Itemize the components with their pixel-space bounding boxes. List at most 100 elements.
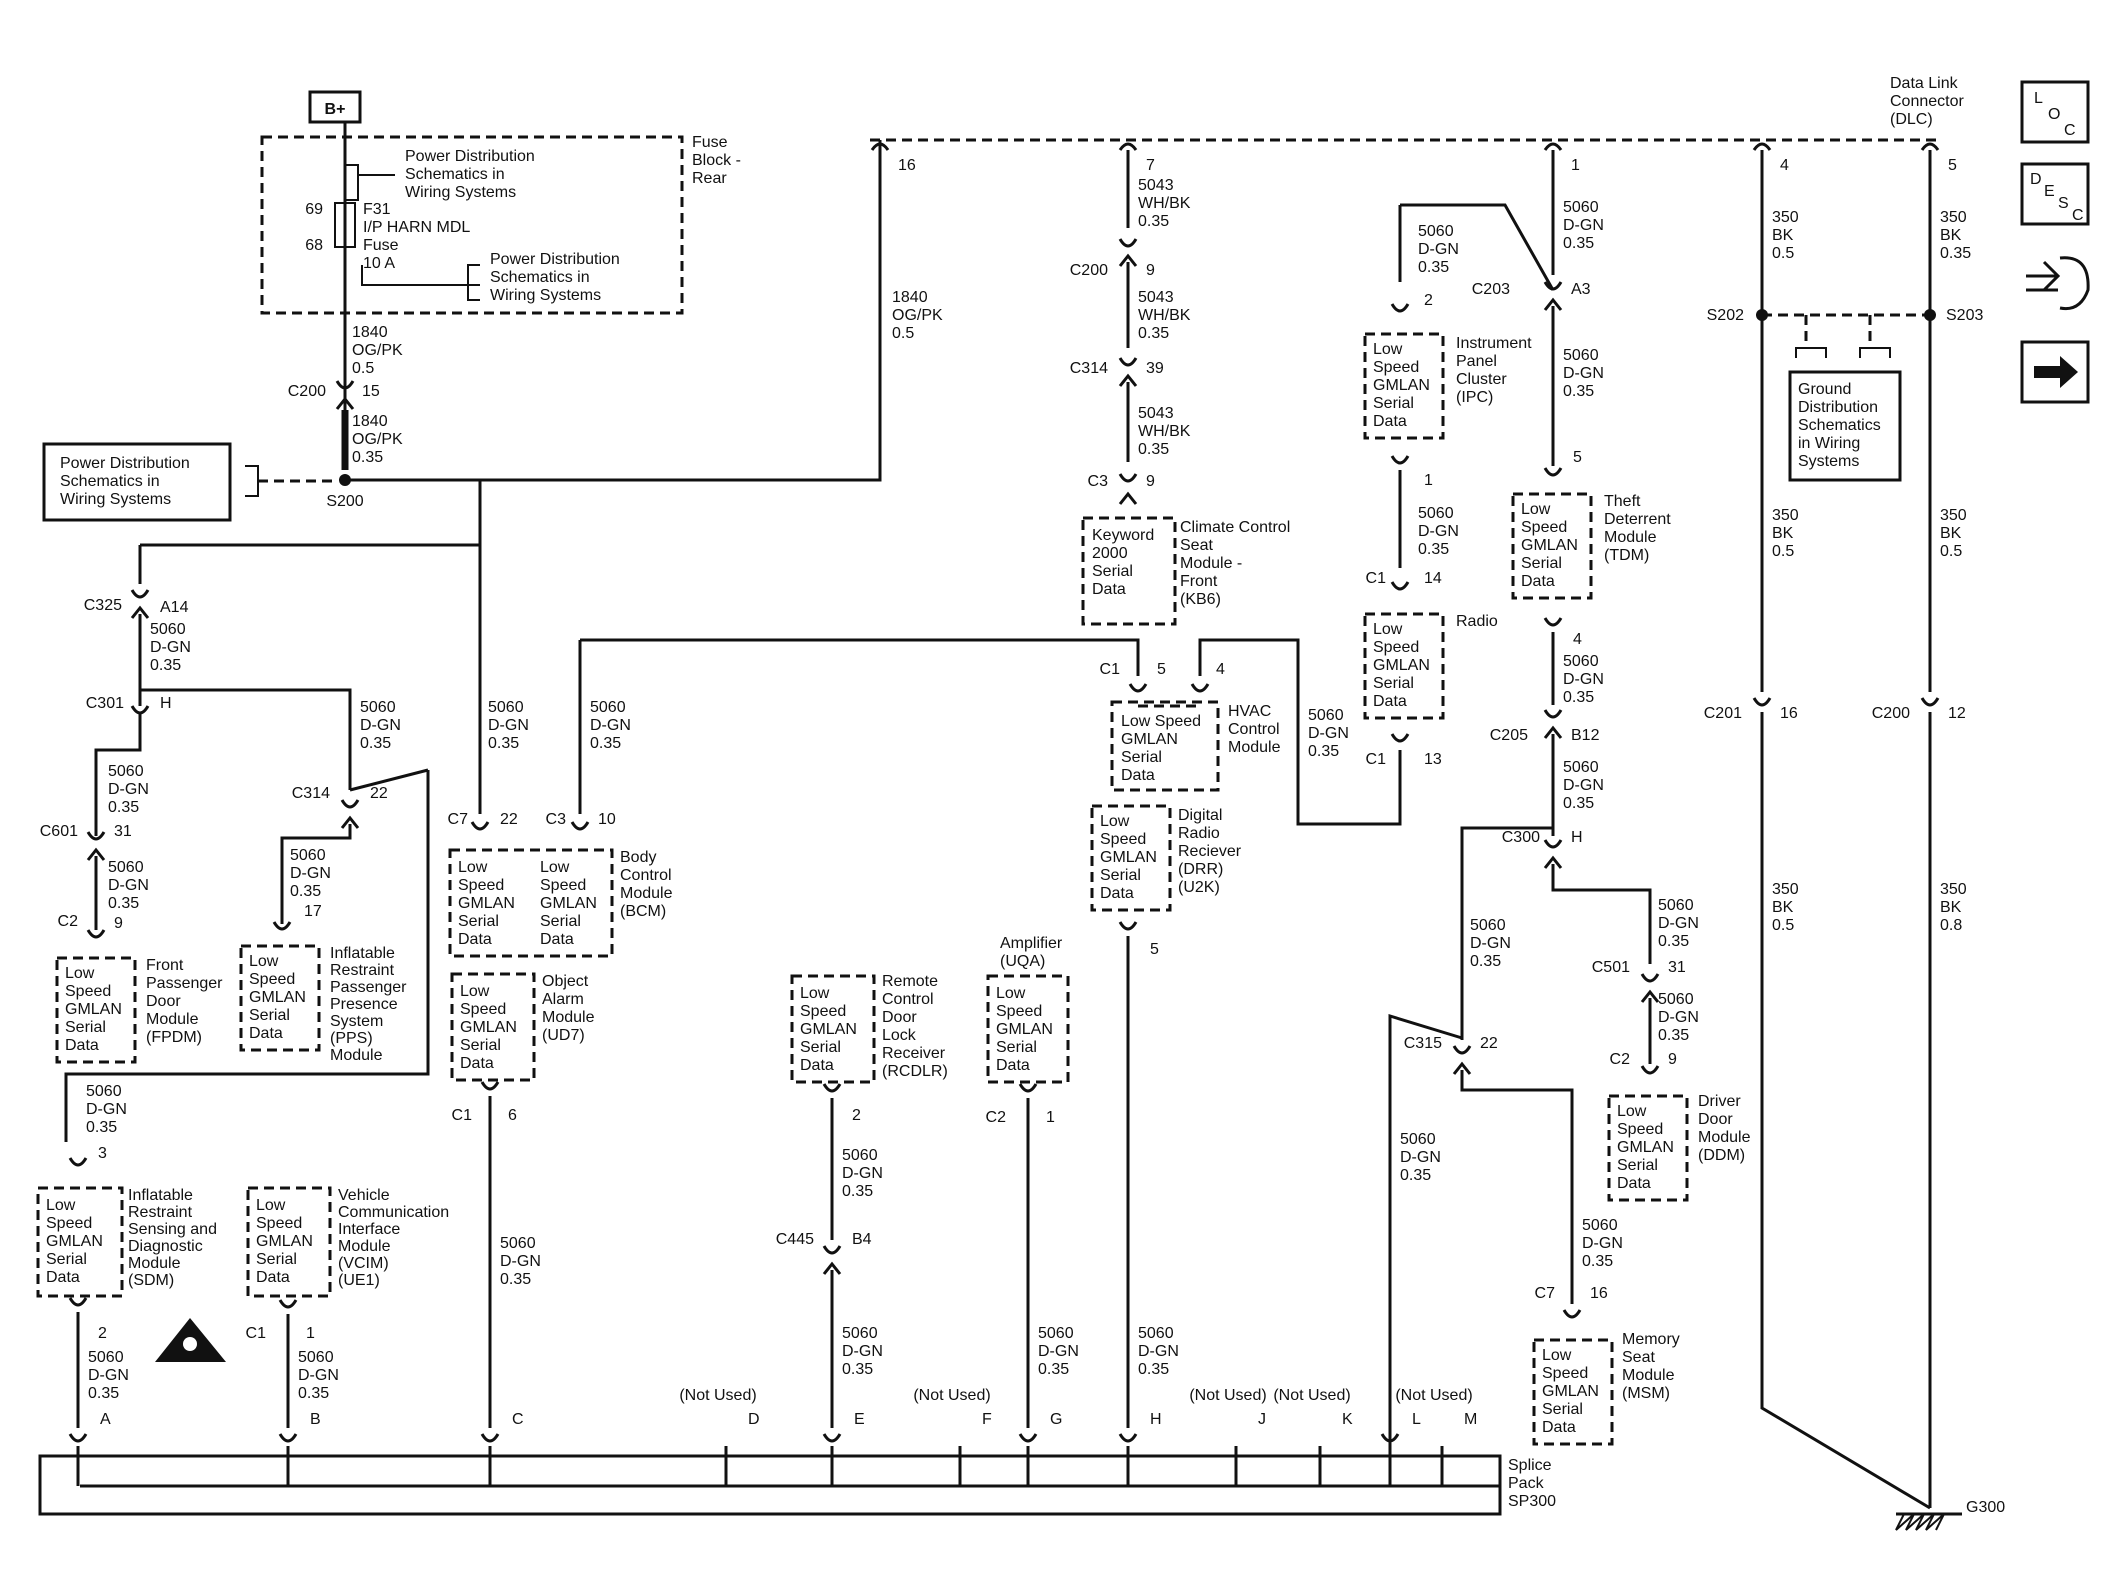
desc-icon-char: D: [2030, 171, 2042, 188]
wire-c301-right-line: 0.35: [360, 735, 391, 752]
pds-top-line: Wiring Systems: [405, 184, 516, 201]
drr-box-text-line: Data: [1100, 885, 1134, 902]
pps-box-text-line: Speed: [249, 971, 295, 988]
wire-350-right-top-line: 350: [1940, 209, 1967, 226]
c200-gnd-cup: [1920, 697, 1940, 707]
fuse-pin-68: 68: [305, 237, 323, 254]
ipc-box-text-line: Data: [1373, 413, 1407, 430]
radio-box: [1363, 612, 1445, 720]
wire-c601-line: D-GN: [108, 877, 149, 894]
splice-pin-7: H: [1150, 1411, 1162, 1428]
climate-label-line: (KB6): [1180, 591, 1221, 608]
wire-ipc-top-line: 5060: [1418, 223, 1454, 240]
tdm-label-line: Module: [1604, 529, 1657, 546]
wire-1840-05-line: OG/PK: [352, 342, 403, 359]
splice-pack-label-line: Splice: [1508, 1457, 1552, 1474]
ddm-box-text-line: Serial: [1617, 1157, 1658, 1174]
rcdlr-box: [790, 974, 876, 1084]
wire-pps-line: 0.35: [290, 883, 321, 900]
fpdm-label-line: Module: [146, 1011, 199, 1028]
c601-pin: 31: [114, 823, 132, 840]
wire-c301-left-line: D-GN: [108, 781, 149, 798]
tdm-label-line: Deterrent: [1604, 511, 1671, 528]
wire-c445-line: 5060: [842, 1325, 878, 1342]
c200b-pin: 9: [1146, 262, 1155, 279]
pds-bottom-line: Schematics in: [490, 269, 590, 286]
c203-pin-arrow: [1543, 297, 1563, 311]
vcim-label-line: Communication: [338, 1204, 449, 1221]
wire-c315-splice-line: 0.35: [1400, 1167, 1431, 1184]
tdm-bottom-cup: [1543, 617, 1563, 627]
wire-5043-1-line: WH/BK: [1138, 195, 1191, 212]
rcdlr-label-line: Receiver: [882, 1045, 946, 1062]
wire-dlc1-line: D-GN: [1563, 217, 1604, 234]
wire-1840-035-line: 1840: [352, 413, 388, 430]
fpdm-label-line: Front: [146, 957, 184, 974]
wire-rcdlr-line: D-GN: [842, 1165, 883, 1182]
c325-pin: A14: [160, 599, 189, 616]
rcdlr-label-line: (RCDLR): [882, 1063, 948, 1080]
fuse-block-label-line: Rear: [692, 170, 727, 187]
ddm-box: [1607, 1094, 1689, 1202]
c200-cup: [335, 380, 355, 390]
drr-box-text-line: Low: [1100, 813, 1130, 830]
wire-350-left-top-line: BK: [1772, 227, 1794, 244]
ground-dist-text-line: Ground: [1798, 381, 1851, 398]
hvac-label-line: Module: [1228, 739, 1281, 756]
vcim-text-line: Low: [256, 1197, 286, 1214]
drr-label-line: Reciever: [1178, 843, 1242, 860]
sdm-top-cup: [68, 1157, 88, 1167]
radio-hvac-wire: [1198, 638, 1402, 826]
c601-label: C601: [40, 823, 78, 840]
amp-bottom-cup: [1018, 1083, 1038, 1093]
wire-c325-line: 5060: [150, 621, 186, 638]
amp-text-line: Speed: [996, 1003, 1042, 1020]
pps-box-text-line: Low: [249, 953, 279, 970]
ground-dist-text-line: Systems: [1798, 453, 1859, 470]
wire-c325-line: 0.35: [150, 657, 181, 674]
wire-c601-line: 5060: [108, 859, 144, 876]
s203-label: S203: [1946, 307, 1983, 324]
wire-350-right-top-line: BK: [1940, 227, 1962, 244]
bcm-c7-cup: [470, 821, 490, 831]
desc-icon-char: C: [2072, 207, 2084, 224]
c300-pin: H: [1571, 829, 1583, 846]
msm-label-line: Memory: [1622, 1331, 1680, 1348]
c315-pin-arrow: [1452, 1061, 1472, 1075]
dlc-label-line: (DLC): [1890, 111, 1933, 128]
wire-c300-c315-line: 5060: [1470, 917, 1506, 934]
tdm-box-text-line: Speed: [1521, 519, 1567, 536]
wire-ipc-top-line: 0.35: [1418, 259, 1449, 276]
bcm-text-a-line: GMLAN: [458, 895, 515, 912]
bcm-text-b-line: Serial: [540, 913, 581, 930]
sdm-text-line: Speed: [46, 1215, 92, 1232]
c314-pin-arrow: [1118, 373, 1138, 387]
wire-drr-line: 5060: [1138, 1325, 1174, 1342]
wire-dlc1-line: 0.35: [1563, 235, 1594, 252]
rcdlr-label-line: Control: [882, 991, 934, 1008]
fpdm-box-text-line: GMLAN: [65, 1001, 122, 1018]
c301-right: [140, 688, 352, 790]
oam-text-line: Low: [460, 983, 490, 1000]
tdm-box-text-line: Serial: [1521, 555, 1562, 572]
sdm-label-line: Diagnostic: [128, 1238, 203, 1255]
splice-pin-cup: [822, 1433, 842, 1443]
pps-box-text-line: Serial: [249, 1007, 290, 1024]
wire-350-right-low-line: 350: [1940, 881, 1967, 898]
fpdm-box: [55, 956, 137, 1064]
c445-pin: B4: [852, 1231, 872, 1248]
pps-cup: [272, 921, 292, 931]
